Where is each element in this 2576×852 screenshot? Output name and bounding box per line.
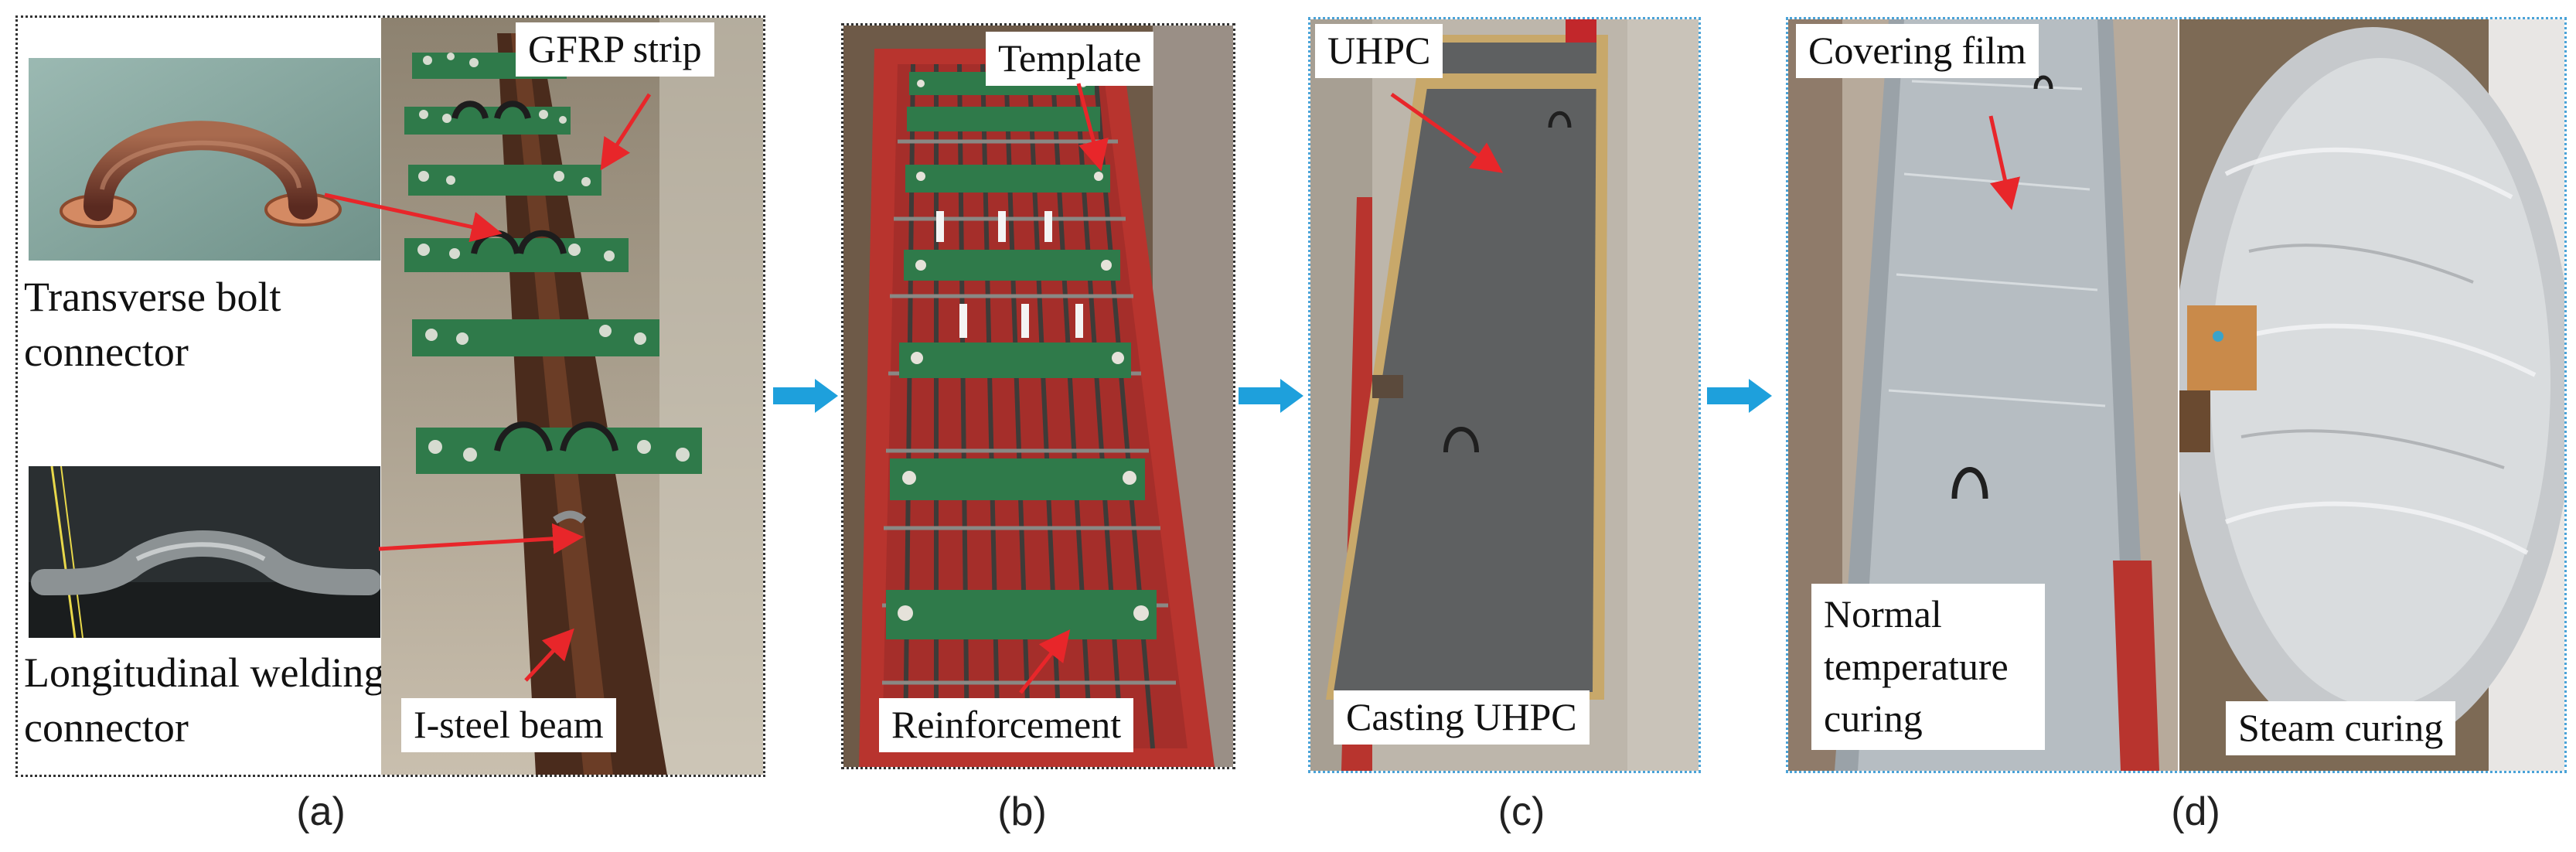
transverse-bolt-connector-photo (29, 58, 380, 261)
step-arrow-3 (1707, 379, 1772, 413)
longitudinal-welding-connector-photo (29, 466, 380, 638)
steam-curing-photo: Steam curing (2179, 19, 2564, 771)
panel-d: Covering film Normal temperature curing … (1786, 17, 2567, 773)
longitudinal-welding-connector-label: Longitudinal welding connector (24, 649, 385, 751)
panel-a: Transverse bolt connector Longitudinal w… (15, 15, 765, 777)
transverse-bolt-connector-label: Transverse bolt connector (24, 274, 281, 376)
steam-curing-label: Steam curing (2226, 701, 2456, 755)
normal-temperature-curing-label: Normal temperature curing (1811, 584, 2045, 750)
i-steel-beam-photo: GFRP strip I-steel beam (381, 18, 763, 775)
covering-film-label: Covering film (1796, 24, 2039, 78)
caption-b: (b) (997, 789, 1047, 834)
uhpc-label: UHPC (1315, 24, 1443, 78)
caption-a: (a) (296, 789, 346, 834)
gfrp-strip-label: GFRP strip (516, 22, 714, 77)
normal-temperature-curing-photo: Covering film Normal temperature curing (1788, 19, 2178, 771)
panel-c: UHPC Casting UHPC (1308, 17, 1701, 773)
gfrp-strip-row (404, 53, 702, 474)
step-arrow-2 (1239, 379, 1303, 413)
caption-d: (d) (2171, 789, 2220, 834)
caption-c: (c) (1498, 789, 1545, 834)
i-steel-beam-label: I-steel beam (401, 698, 616, 752)
panel-b: Template Reinforcement (841, 23, 1235, 769)
casting-uhpc-photo: UHPC Casting UHPC (1310, 19, 1699, 771)
casting-uhpc-label: Casting UHPC (1334, 690, 1590, 745)
step-arrow-1 (773, 379, 838, 413)
template-label: Template (986, 32, 1154, 86)
reinforcement-label: Reinforcement (879, 698, 1134, 752)
reinforcement-photo: Template Reinforcement (843, 26, 1233, 767)
